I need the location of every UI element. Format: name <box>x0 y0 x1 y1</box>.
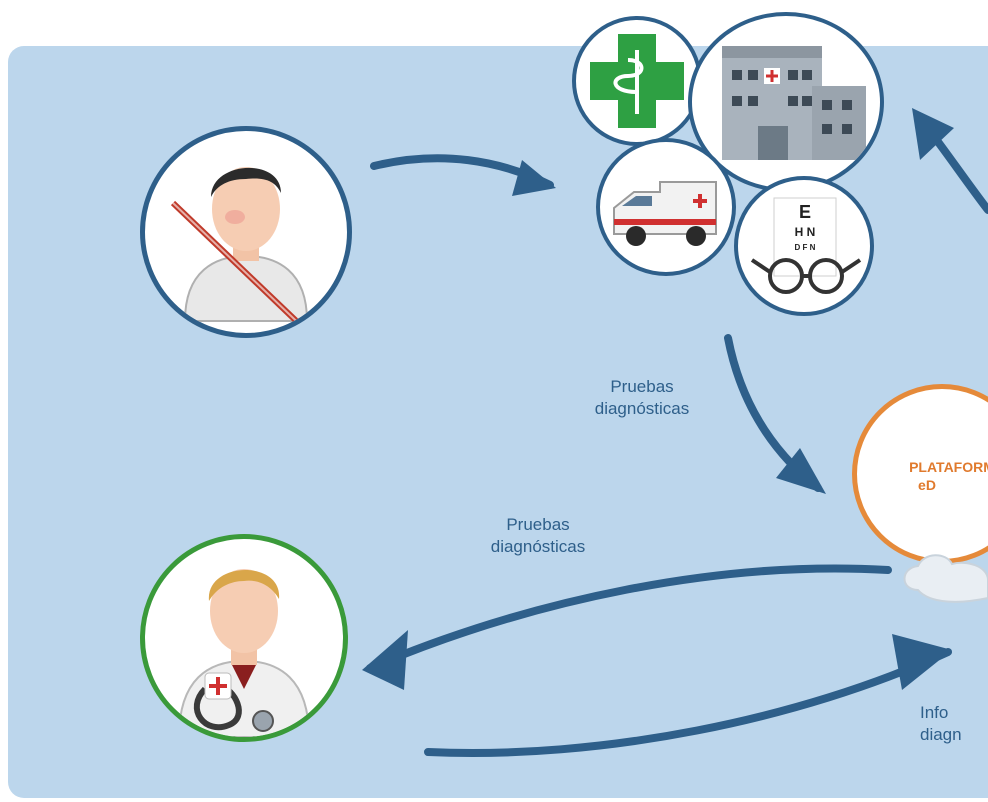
svg-text:D F N: D F N <box>795 243 816 252</box>
arrowhead-platform-to-doctor <box>362 630 408 690</box>
label-info-bottom: Info diagn <box>920 703 962 744</box>
arrowhead-services-to-platform <box>776 448 826 494</box>
doctor-stethoscope-icon <box>177 569 311 737</box>
platform-label-line1: PLATAFORM <box>909 459 988 475</box>
svg-text:H N: H N <box>795 225 816 239</box>
doctor-circle <box>140 534 348 742</box>
label-pruebas-top: Pruebas diagnósticas <box>594 377 690 418</box>
arrowhead-right-to-services <box>912 108 954 160</box>
eye-chart-circle: E H N D F N <box>734 176 874 316</box>
patient-circle <box>140 126 352 338</box>
arrow-doctor-to-platform <box>424 648 952 758</box>
platform-label: PLATAFORM eD <box>862 458 988 494</box>
ambulance-circle <box>596 138 736 276</box>
arrowhead-patient-to-services <box>512 160 556 196</box>
pharmacy-cross-icon <box>590 34 684 128</box>
pharmacy-circle <box>572 16 702 146</box>
platform-circle <box>852 384 988 564</box>
platform-label-line2: eD <box>918 477 936 493</box>
label-pruebas-mid: Pruebas diagnósticas <box>490 515 586 556</box>
patient-thermometer-icon <box>170 167 314 333</box>
arrowhead-doctor-to-platform <box>892 634 952 690</box>
eye-chart-glasses-icon: E H N D F N <box>750 197 862 294</box>
ambulance-icon <box>613 181 717 246</box>
svg-text:E: E <box>799 202 811 222</box>
arrow-platform-to-doctor <box>366 564 892 672</box>
hospital-icon <box>722 46 866 160</box>
